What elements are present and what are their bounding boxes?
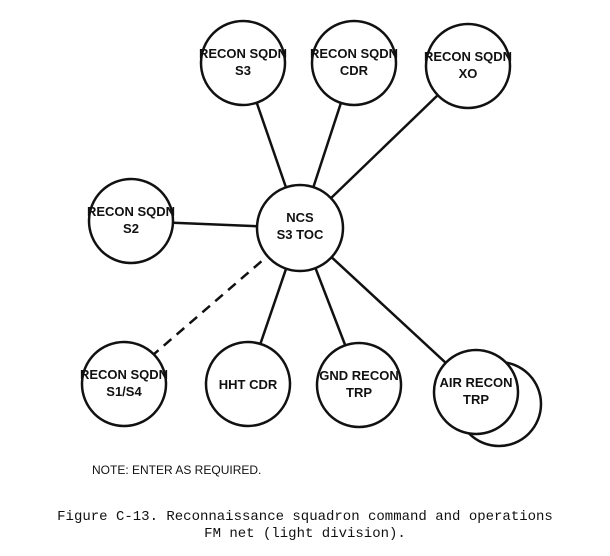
node-recon-s1s4-line2: S1/S4 (106, 384, 142, 399)
node-ncs-line1: NCS (286, 210, 314, 225)
node-hht-cdr-line1: HHT CDR (219, 377, 278, 392)
node-recon-cdr-line1: RECON SQDN (310, 46, 398, 61)
node-gnd-recon-line2: TRP (346, 385, 372, 400)
node-recon-s3-line1: RECON SQDN (199, 46, 287, 61)
node-recon-s1s4-line1: RECON SQDN (80, 367, 168, 382)
node-air-recon: AIR RECON TRP (432, 348, 520, 436)
node-recon-xo-line1: RECON SQDN (424, 49, 512, 64)
node-recon-cdr: RECON SQDN CDR (310, 19, 398, 107)
node-recon-s3: RECON SQDN S3 (199, 19, 287, 107)
figure-caption: Figure C-13. Reconnaissance squadron com… (0, 509, 610, 543)
node-air-recon-line2: TRP (463, 392, 489, 407)
figure-caption-line2: FM net (light division). (204, 526, 406, 542)
node-recon-s2-line2: S2 (123, 221, 139, 236)
node-recon-cdr-line2: CDR (340, 63, 369, 78)
figure-caption-line1: Figure C-13. Reconnaissance squadron com… (57, 509, 553, 525)
node-recon-xo-line2: XO (459, 66, 478, 81)
node-air-recon-line1: AIR RECON (440, 375, 513, 390)
fm-net-diagram: RECON SQDN S3 RECON SQDN CDR RECON SQDN … (80, 19, 543, 477)
node-recon-xo: RECON SQDN XO (424, 22, 512, 110)
node-gnd-recon-line1: GND RECON (319, 368, 398, 383)
node-ncs-line2: S3 TOC (277, 227, 324, 242)
node-recon-s1s4: RECON SQDN S1/S4 (80, 340, 168, 428)
node-gnd-recon: GND RECON TRP (315, 341, 403, 429)
node-ncs: NCS S3 TOC (255, 183, 345, 273)
node-hht-cdr: HHT CDR (204, 340, 292, 428)
diagram-note: NOTE: ENTER AS REQUIRED. (92, 463, 261, 477)
node-recon-s2-line1: RECON SQDN (87, 204, 175, 219)
node-recon-s3-line2: S3 (235, 63, 251, 78)
node-recon-s2: RECON SQDN S2 (87, 177, 175, 265)
